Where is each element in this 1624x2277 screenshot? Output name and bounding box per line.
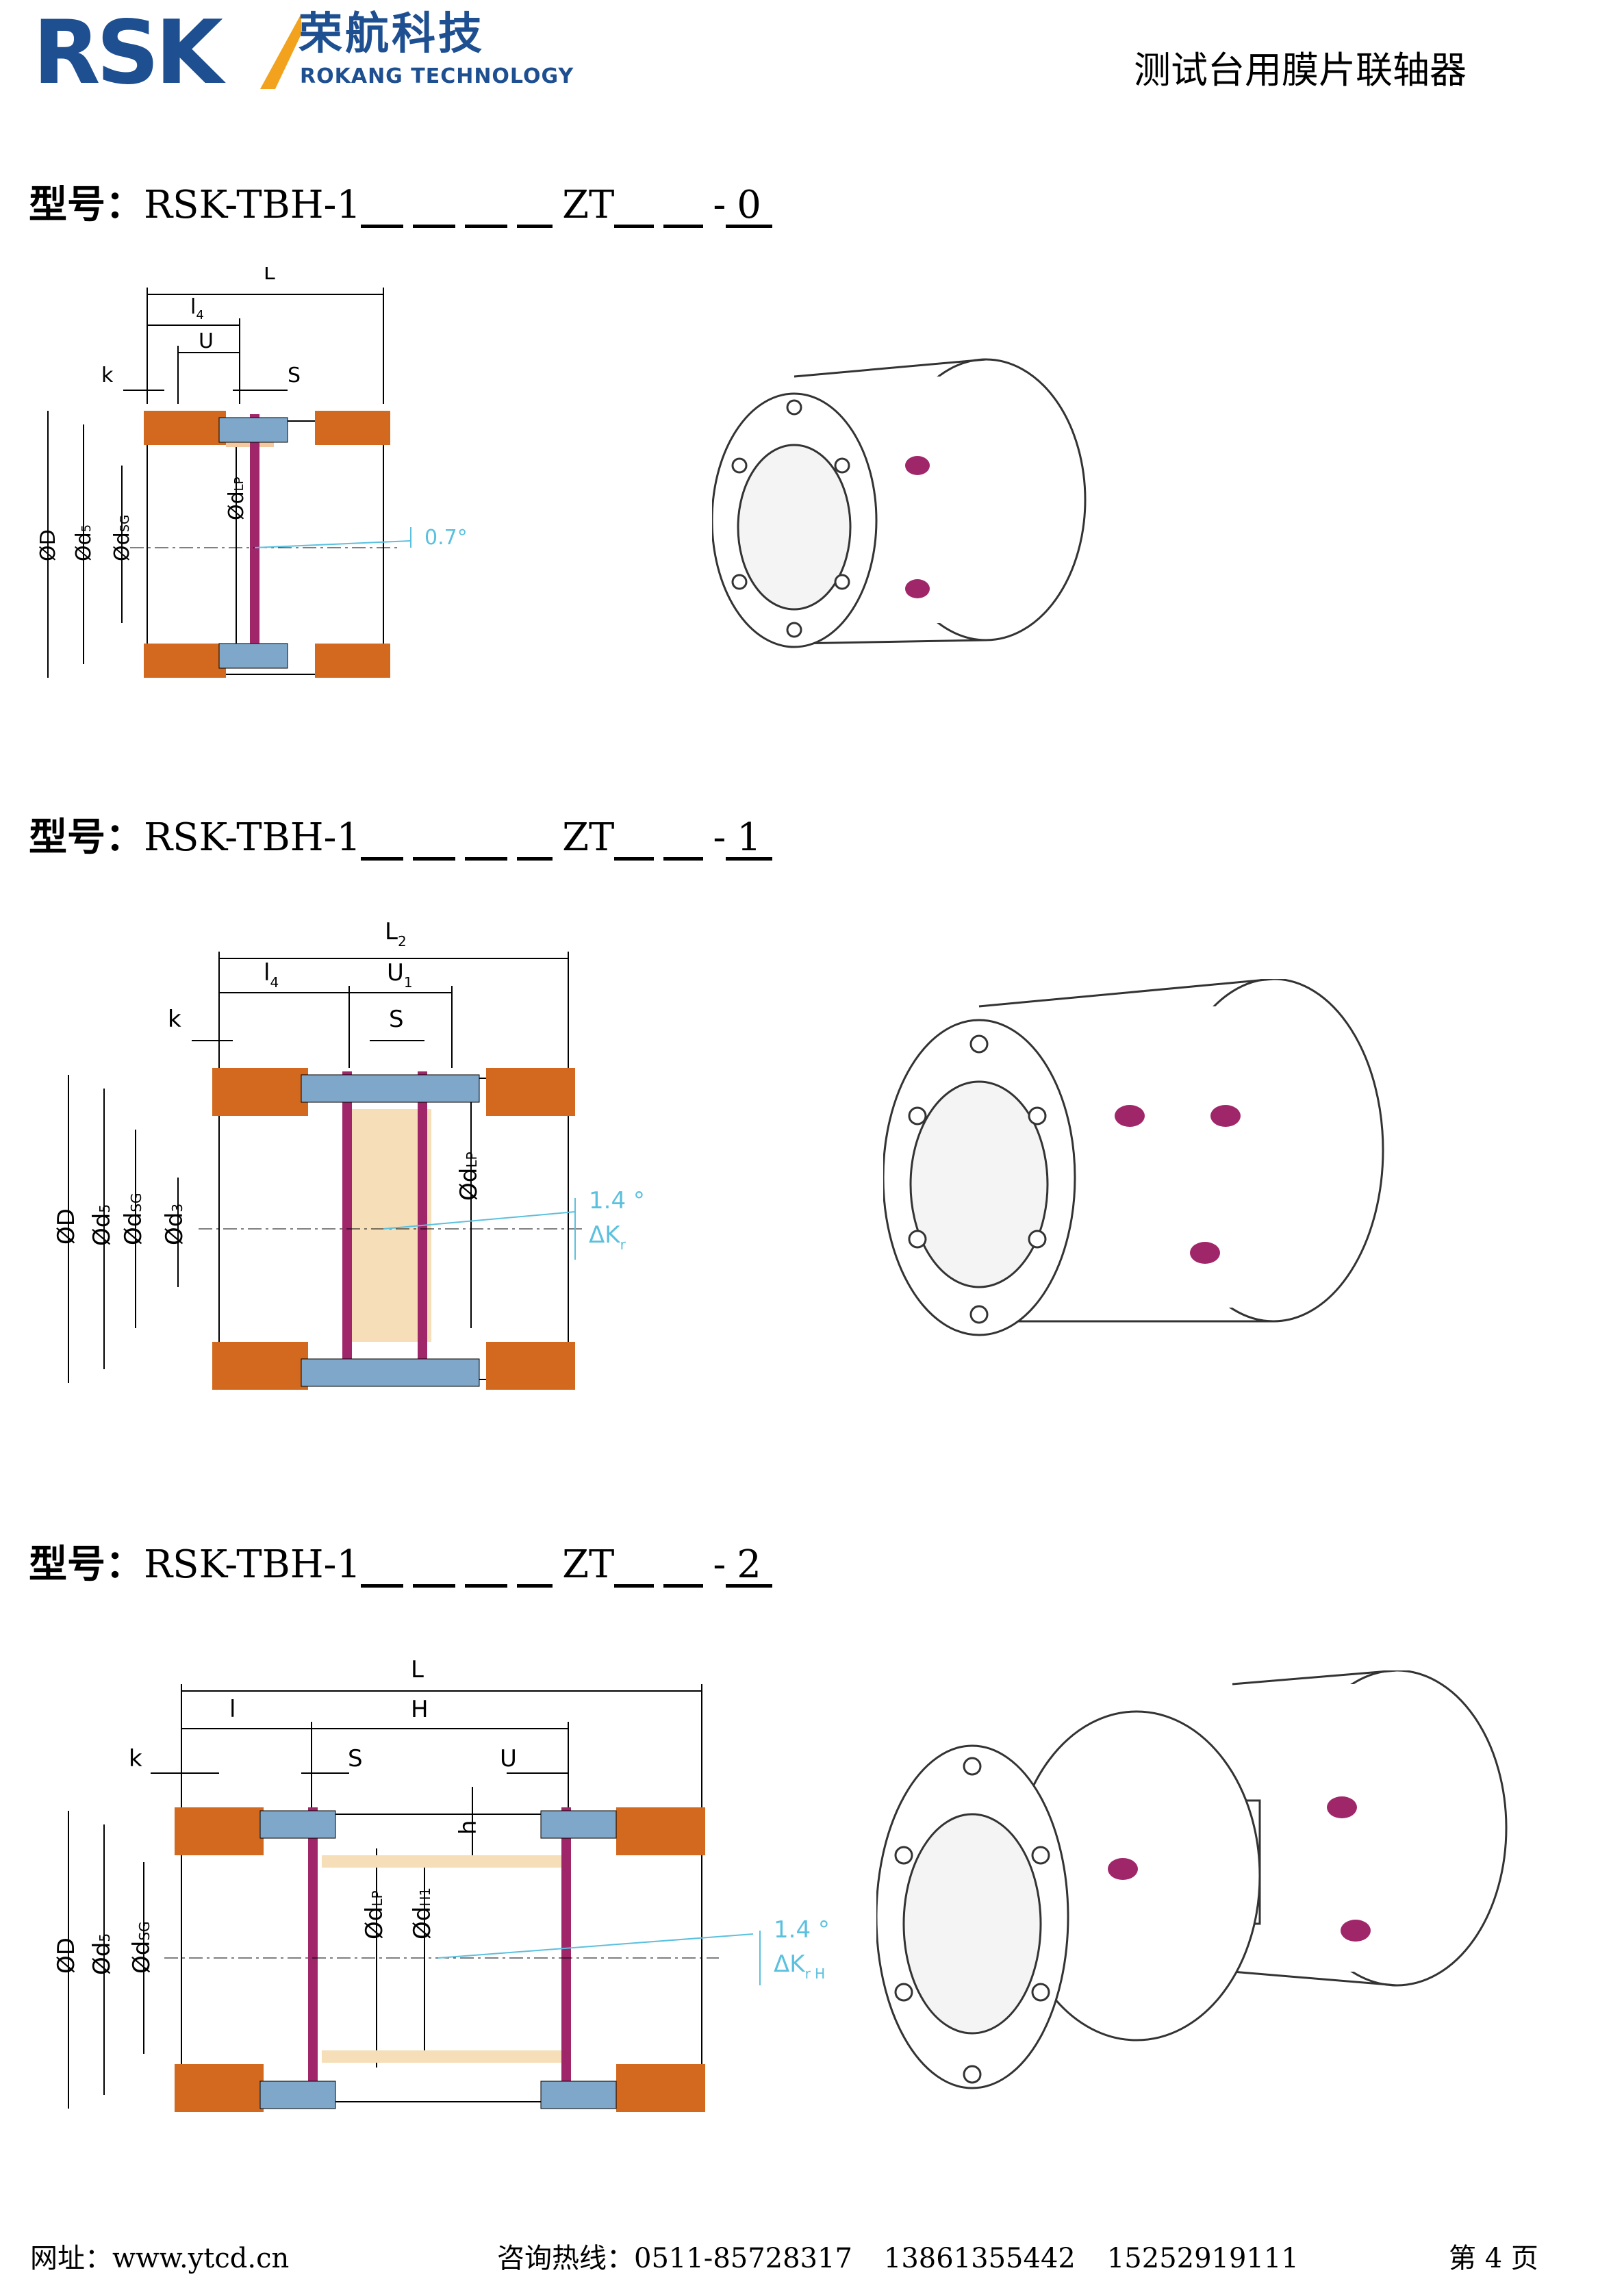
coupling-render-0 bbox=[712, 358, 1087, 648]
website-label: 网址： bbox=[30, 2243, 112, 2274]
logo-english: ROKANG TECHNOLOGY bbox=[300, 64, 574, 88]
dim-k: k bbox=[168, 1006, 181, 1033]
dim-l4: l bbox=[229, 1696, 236, 1723]
section-drawing-2: L l H k S U h ØD Ød5 ØdSG ØdLP ØdH1 1.4 … bbox=[53, 1657, 830, 2112]
coupling-render-1 bbox=[883, 979, 1384, 1336]
model-suffix: 0 bbox=[726, 186, 772, 228]
dim-OdSG: ØdSG bbox=[110, 515, 134, 561]
model-label: 型号： bbox=[29, 815, 144, 860]
model-line-0: 型号：RSK-TBH-1 ZT -0 bbox=[29, 186, 772, 228]
website-link[interactable]: www.ytcd.cn bbox=[112, 2243, 290, 2274]
dim-Od5: Ød5 bbox=[72, 524, 96, 561]
dim-OD: ØD bbox=[53, 1937, 80, 1974]
hotline-label: 咨询热线： bbox=[497, 2243, 634, 2274]
angle-label: 0.7° bbox=[424, 526, 468, 550]
dim-h1: h bbox=[455, 1820, 482, 1835]
dim-H1-Hs: H bbox=[411, 1696, 429, 1723]
section-drawing-0: L l4 U k S ØD Ød5 ØdSG ØdLP 0.7° bbox=[36, 267, 468, 678]
dim-S: S bbox=[348, 1745, 363, 1772]
dim-OD: ØD bbox=[53, 1208, 80, 1245]
hotline-number-2: 13861355442 bbox=[883, 2243, 1076, 2274]
dim-U: U bbox=[199, 329, 214, 353]
dim-S: S bbox=[288, 364, 301, 387]
dim-U1: U1 bbox=[387, 959, 413, 991]
model-label: 型号： bbox=[29, 1542, 144, 1587]
dim-U: U bbox=[500, 1745, 517, 1772]
dim-OdSG: ØdSG bbox=[128, 1921, 155, 1974]
model-dash: - bbox=[713, 815, 726, 860]
dim-L2: L2 bbox=[385, 918, 407, 950]
model-label: 型号： bbox=[29, 183, 144, 227]
hotline-number-3: 15252919111 bbox=[1106, 2243, 1299, 2274]
model-mid: ZT bbox=[562, 183, 615, 227]
dim-OdLP: ØdLP bbox=[361, 1890, 388, 1939]
angle-label: 1.4 ° bbox=[774, 1916, 830, 1944]
dim-l4: l4 bbox=[190, 295, 204, 322]
dim-OdSG: ØdSG bbox=[120, 1193, 147, 1245]
dim-L: L bbox=[264, 267, 275, 285]
hotline-number-1: 0511-85728317 bbox=[634, 2243, 852, 2274]
dim-S: S bbox=[389, 1006, 404, 1033]
dim-k: k bbox=[129, 1745, 142, 1772]
model-prefix: RSK-TBH-1 bbox=[144, 183, 361, 227]
dim-OdLP: ØdLP bbox=[455, 1152, 483, 1201]
dim-Od5: Ød5 bbox=[88, 1204, 116, 1246]
dim-L4-L6: L bbox=[411, 1657, 424, 1683]
dim-Od3: Ød3 bbox=[161, 1204, 188, 1245]
dim-OD: ØD bbox=[36, 529, 60, 561]
logo-rsk: RSK bbox=[33, 2, 223, 104]
dim-OdLP: ØdLP bbox=[225, 476, 249, 520]
footer-website: 网址：www.ytcd.cn bbox=[30, 2236, 289, 2276]
model-prefix: RSK-TBH-1 bbox=[144, 1542, 361, 1587]
page-number: 第 4 页 bbox=[1449, 2243, 1538, 2274]
dim-OdH1: ØdH1 bbox=[409, 1887, 436, 1939]
model-mid: ZT bbox=[562, 815, 615, 860]
model-dash: - bbox=[713, 1542, 726, 1587]
model-mid: ZT bbox=[562, 1542, 615, 1587]
logo-wing-icon bbox=[260, 14, 301, 89]
coupling-render-2 bbox=[876, 1670, 1508, 2089]
model-suffix: 2 bbox=[726, 1546, 772, 1588]
document-title: 测试台用膜片联轴器 bbox=[1134, 49, 1467, 92]
dk-label: ΔKr H bbox=[774, 1950, 825, 1982]
angle-label: 1.4 ° bbox=[589, 1187, 645, 1214]
footer-hotline: 咨询热线：0511-85728317 13861355442 15252919111 bbox=[497, 2236, 1299, 2276]
model-prefix: RSK-TBH-1 bbox=[144, 815, 361, 860]
dim-l4: l4 bbox=[264, 959, 279, 991]
model-suffix: 1 bbox=[726, 819, 772, 861]
logo-chinese: 荣航科技 bbox=[299, 9, 485, 60]
model-dash: - bbox=[713, 183, 726, 227]
dk-label: ΔKr bbox=[589, 1221, 626, 1253]
section-drawing-1: L2 l4 U1 k S ØD Ød5 ØdSG Ød3 ØdLP 1.4 ° … bbox=[53, 918, 645, 1390]
dim-k: k bbox=[101, 364, 114, 387]
dim-Od5: Ød5 bbox=[88, 1933, 116, 1975]
